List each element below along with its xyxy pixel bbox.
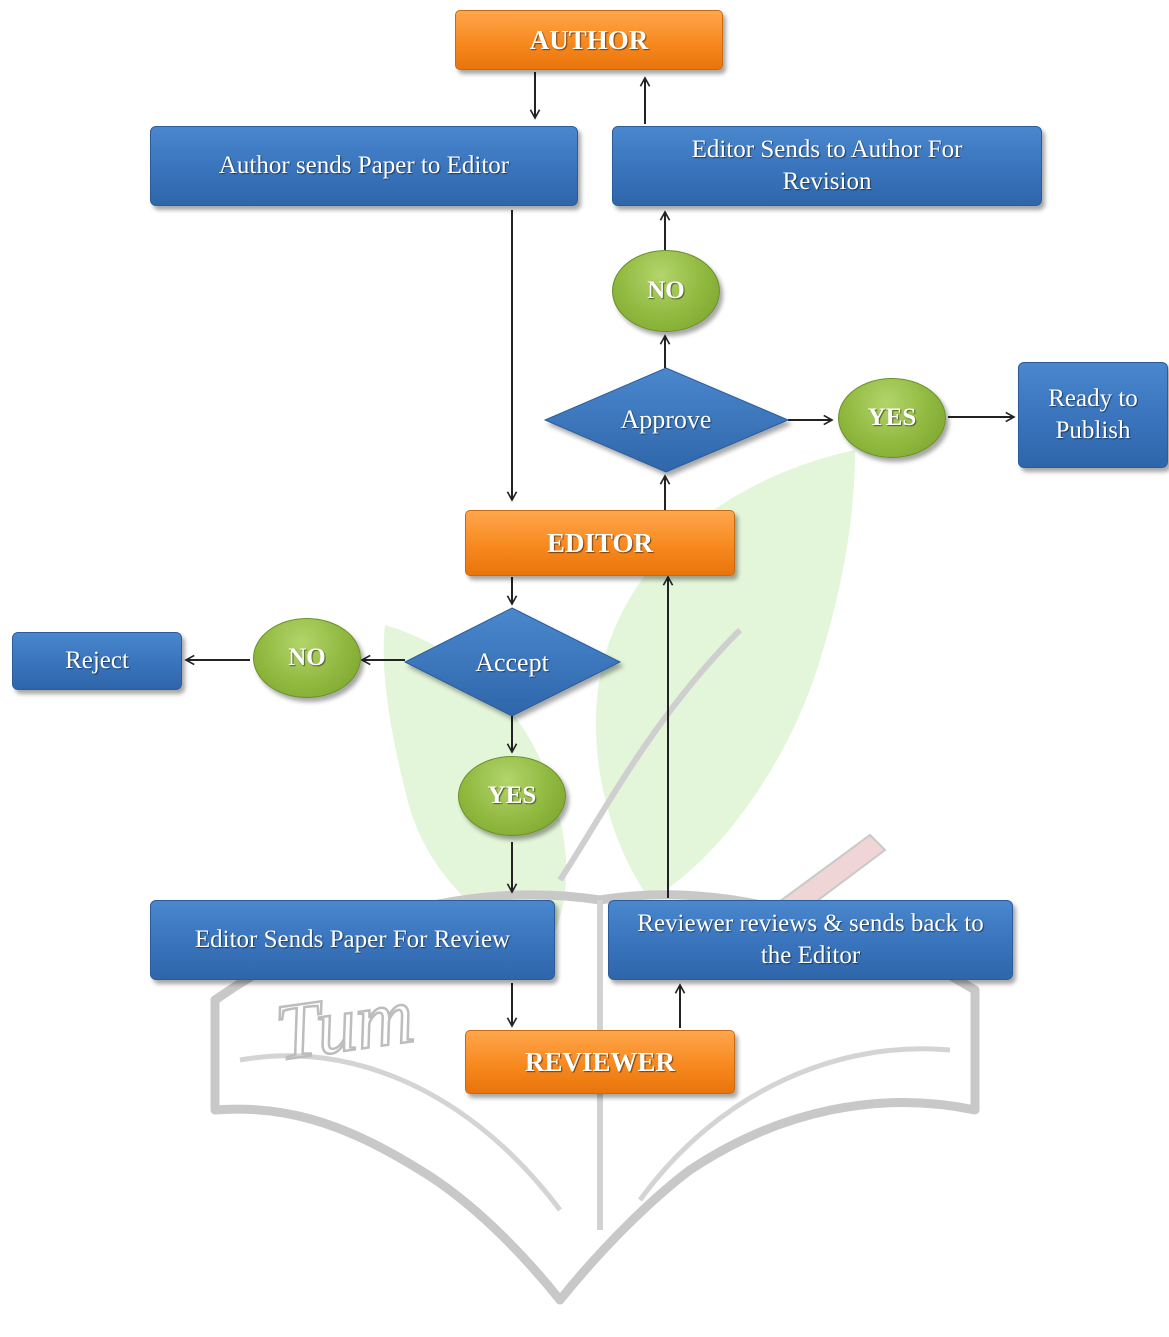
author-sends-paper-label: Author sends Paper to Editor — [218, 152, 510, 179]
accept-label: Accept — [475, 648, 549, 677]
reviewer-reviews-box: Reviewer reviews & sends back to the Edi… — [608, 900, 1013, 980]
editor-box: EDITOR — [465, 510, 735, 576]
editor-sends-review-box: Editor Sends Paper For Review — [150, 900, 555, 980]
accept-yes-label: YES — [487, 782, 537, 809]
approve-diamond — [543, 367, 790, 473]
accept-no-label: NO — [288, 644, 326, 671]
editor-sends-revision-label: Editor Sends to Author For Revision — [691, 136, 963, 195]
author-box: AUTHOR — [455, 10, 723, 70]
reviewer-box: REVIEWER — [465, 1030, 735, 1094]
author-sends-paper-box: Author sends Paper to Editor — [150, 126, 578, 206]
approve-no-ellipse: NO — [612, 250, 720, 332]
reject-label: Reject — [65, 647, 129, 674]
approve-label: Approve — [620, 405, 712, 434]
reject-box: Reject — [12, 632, 182, 690]
watermark-text: Tum — [270, 971, 419, 1077]
accept-yes-ellipse: YES — [458, 756, 566, 836]
editor-sends-revision-box: Editor Sends to Author For Revision — [612, 126, 1042, 206]
approve-yes-ellipse: YES — [838, 378, 946, 458]
leaf-stem-shape — [557, 627, 743, 882]
approve-yes-label: YES — [867, 404, 917, 431]
book-page-line-shape — [239, 1046, 951, 1212]
accept-diamond — [403, 607, 622, 717]
accept-no-ellipse: NO — [253, 618, 361, 698]
reviewer-reviews-label: Reviewer reviews & sends back to the Edi… — [637, 910, 984, 969]
book-shape — [210, 890, 980, 1305]
author-label: AUTHOR — [529, 24, 649, 55]
editor-sends-review-label: Editor Sends Paper For Review — [194, 926, 511, 953]
ready-to-publish-box: Ready to Publish — [1018, 362, 1168, 468]
editor-label: EDITOR — [546, 527, 654, 558]
reviewer-label: REVIEWER — [524, 1046, 676, 1077]
ready-to-publish-label: Ready to Publish — [1048, 385, 1138, 444]
approve-no-label: NO — [647, 277, 685, 304]
